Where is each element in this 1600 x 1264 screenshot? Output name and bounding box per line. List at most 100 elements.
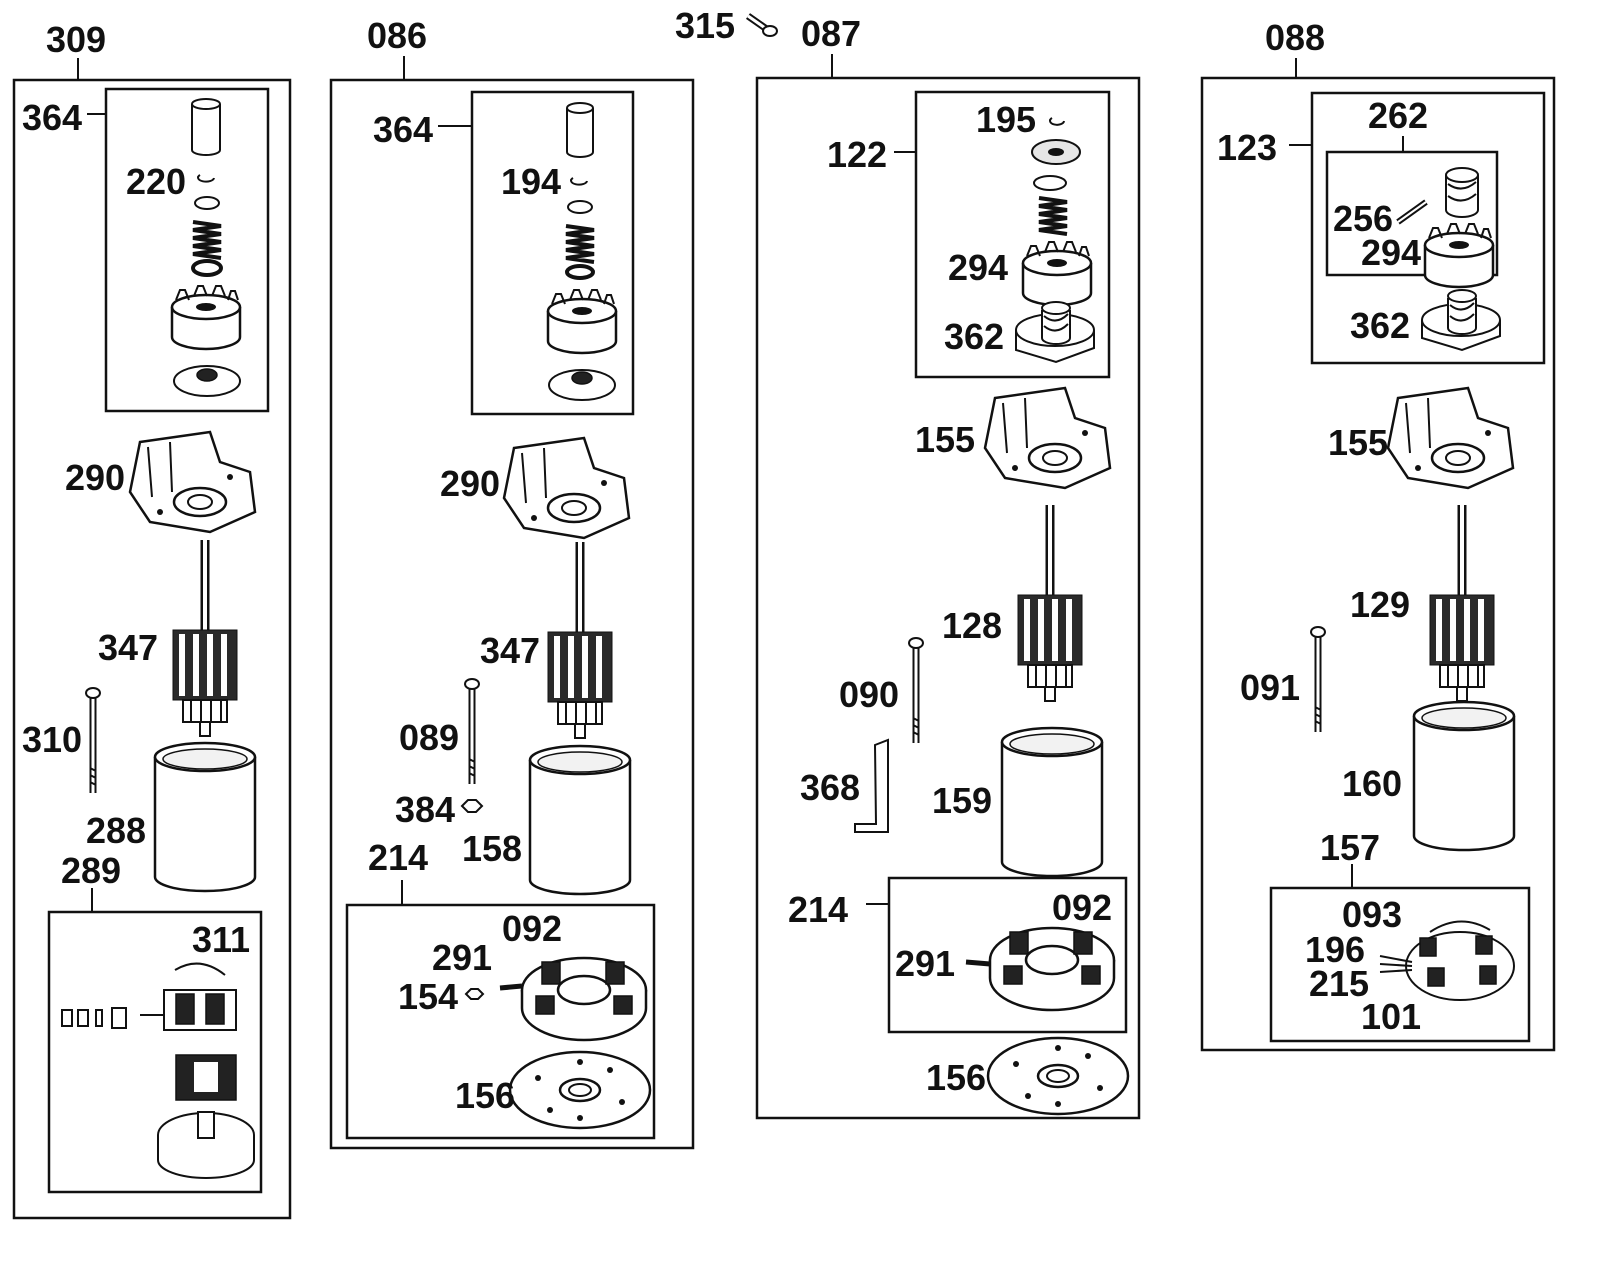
label-128: 128 [942, 605, 1002, 646]
label-256: 256 [1333, 198, 1393, 239]
retaining-ring-part [197, 174, 215, 183]
label-347: 347 [98, 627, 158, 668]
label-089: 089 [399, 717, 459, 758]
label-154: 154 [398, 976, 458, 1017]
spring-part [1037, 196, 1069, 236]
pinion-drive-part [1445, 167, 1479, 218]
label-364: 364 [22, 97, 82, 138]
label-092: 092 [1052, 887, 1112, 928]
label-093: 093 [1342, 894, 1402, 935]
label-364: 364 [373, 109, 433, 150]
through-bolt-part [465, 679, 479, 784]
drive-kit-364b-box [470, 90, 635, 416]
label-155: 155 [915, 419, 975, 460]
label-087: 087 [801, 13, 861, 54]
spring-part [191, 220, 223, 260]
label-262: 262 [1368, 95, 1428, 136]
gear-kit-262-box [1325, 150, 1499, 277]
drive-kit-123-box [1310, 91, 1546, 365]
label-155: 155 [1328, 422, 1388, 463]
brush-holder-part [61, 962, 237, 1031]
label-156: 156 [926, 1057, 986, 1098]
end-plate-part [508, 1050, 652, 1130]
frame-housing-part [528, 744, 632, 896]
brush-kit-157-box [1269, 886, 1531, 1043]
label-347: 347 [480, 630, 540, 671]
label-091: 091 [1240, 667, 1300, 708]
label-362: 362 [944, 316, 1004, 357]
label-311: 311 [192, 919, 250, 960]
label-310: 310 [22, 719, 82, 760]
label-092: 092 [502, 908, 562, 949]
frame-housing-part [153, 741, 257, 893]
pinion-gear-part [1423, 222, 1495, 289]
part-labels: 309 086 315 087 088 364 220 290 347 310 … [22, 5, 1428, 1116]
armature-part [1018, 505, 1082, 701]
label-291: 291 [895, 943, 955, 984]
label-294: 294 [1361, 232, 1421, 273]
label-290: 290 [440, 463, 500, 504]
nut-part [460, 799, 484, 813]
label-156: 156 [455, 1075, 515, 1116]
label-194: 194 [501, 161, 561, 202]
pinion-gear-part [546, 288, 618, 355]
drive-base-part [1421, 289, 1501, 352]
label-215: 215 [1309, 963, 1369, 1004]
label-159: 159 [932, 780, 992, 821]
pinion-gear-part [170, 284, 242, 351]
brush-kit-214b-box [887, 876, 1128, 1034]
screw-315-part [745, 13, 778, 37]
label-368: 368 [800, 767, 860, 808]
label-309: 309 [46, 19, 106, 60]
label-129: 129 [1350, 584, 1410, 625]
label-195: 195 [976, 99, 1036, 140]
label-362: 362 [1350, 305, 1410, 346]
brush-kit-214-box [345, 903, 656, 1140]
label-291: 291 [432, 937, 492, 978]
label-101: 101 [1361, 996, 1421, 1037]
label-088: 088 [1265, 17, 1325, 58]
end-plate-part [986, 1036, 1130, 1116]
frame-housing-part [1000, 726, 1104, 878]
label-384: 384 [395, 789, 455, 830]
label-294: 294 [948, 247, 1008, 288]
drive-base-part [1015, 301, 1095, 364]
brush-plate-part [175, 1054, 237, 1101]
brush-holder-part [988, 926, 1116, 1012]
label-214: 214 [788, 889, 848, 930]
brush-holder-part [1379, 920, 1515, 1001]
assembly-086-frame [329, 78, 695, 1150]
brush-holder-part [520, 956, 648, 1042]
through-bolt-part [909, 638, 923, 743]
assembly-087-frame [755, 76, 1141, 1120]
label-196: 196 [1305, 929, 1365, 970]
clip-part [854, 738, 889, 833]
through-bolt-part [86, 688, 100, 793]
cap-part [566, 102, 594, 158]
label-288: 288 [86, 810, 146, 851]
label-090: 090 [839, 674, 899, 715]
label-086: 086 [367, 15, 427, 56]
drive-end-bracket-part [1386, 386, 1515, 490]
frame-housing-part [1412, 700, 1516, 852]
drive-kit-122-box [914, 90, 1111, 379]
pinion-gear-part [1021, 240, 1093, 307]
assembly-309-frame [12, 78, 292, 1220]
label-123: 123 [1217, 127, 1277, 168]
label-160: 160 [1342, 763, 1402, 804]
armature-part [173, 540, 237, 736]
label-122: 122 [827, 134, 887, 175]
drive-end-bracket-part [502, 436, 631, 540]
assembly-088-frame [1200, 76, 1556, 1052]
end-cap-part [548, 369, 616, 401]
end-cap-kit-289-box [47, 910, 263, 1194]
label-290: 290 [65, 457, 125, 498]
armature-part [1430, 505, 1494, 701]
through-bolt-part [1311, 627, 1325, 732]
armature-part [548, 542, 612, 738]
label-289: 289 [61, 850, 121, 891]
label-214: 214 [368, 837, 428, 878]
label-157: 157 [1320, 827, 1380, 868]
end-cover-part [157, 1111, 255, 1179]
